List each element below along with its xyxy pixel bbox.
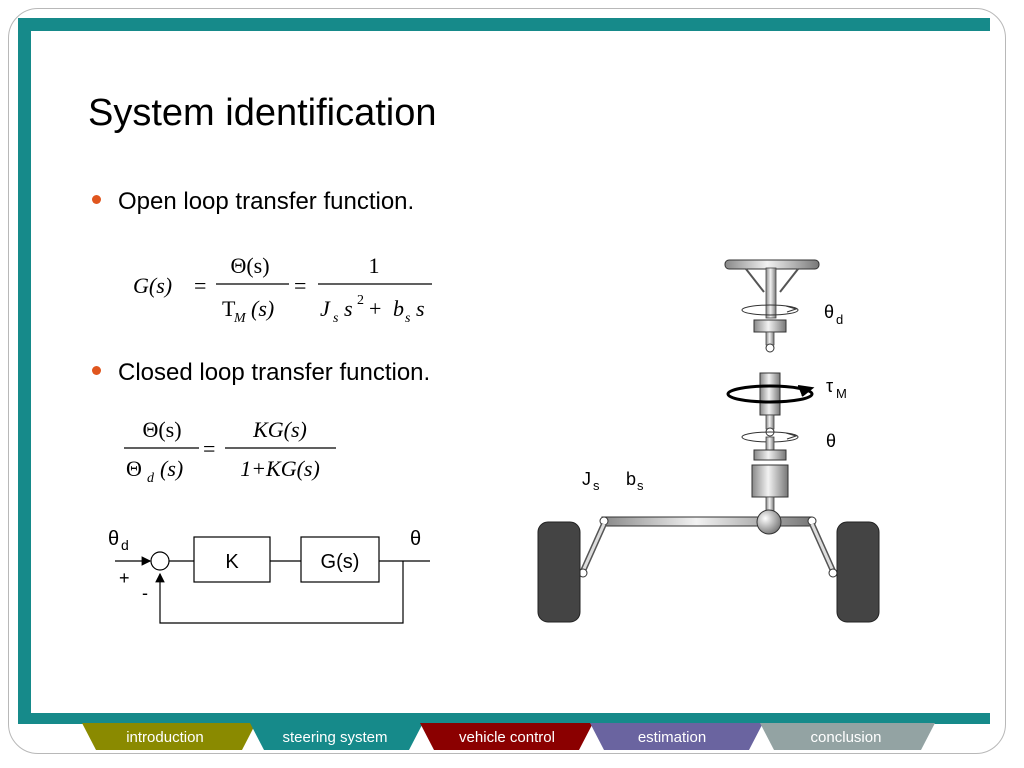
bd-k-label: K	[225, 551, 239, 573]
bd-g-label: G(s)	[321, 551, 360, 573]
eq-frac2-den-bsub: s	[405, 311, 411, 326]
bullet-dot-icon	[92, 195, 101, 205]
eq-cl-rhs-den: 1+KG(s)	[240, 456, 320, 481]
bullet-closed-loop: Closed loop transfer function.	[92, 359, 430, 387]
eq-cl-lhs-den-rest: (s)	[160, 456, 183, 481]
eq-frac1-den-sub: M	[233, 311, 247, 326]
eq-frac2-den-plus: +	[369, 296, 381, 321]
left-wheel	[537, 521, 581, 623]
nav-tab-steering-system[interactable]	[250, 723, 423, 750]
eq-cl-rhs-num: KG(s)	[252, 417, 307, 442]
block-diagram: θ d + - K G(s) θ	[108, 528, 430, 624]
bullet-dot-icon	[92, 366, 101, 376]
slide-panel	[31, 31, 991, 713]
torque-arrow-icon	[726, 384, 814, 404]
bd-minus: -	[142, 583, 148, 603]
js-sub: s	[593, 478, 600, 493]
eq-frac2-den-b: b	[393, 296, 404, 321]
slide-title: System identification	[88, 92, 437, 134]
theta-d-sub: d	[836, 312, 843, 327]
rotation-arrow-icon	[741, 304, 799, 316]
nav-tab-estimation[interactable]	[590, 723, 763, 750]
gearbox	[751, 464, 789, 498]
eq-sign: =	[194, 273, 206, 298]
eq-lhs: G(s)	[133, 273, 172, 298]
bd-g-block	[300, 536, 380, 583]
bullet-text: Open loop transfer function.	[118, 188, 415, 215]
eq-cl-sign: =	[203, 436, 215, 461]
eq-frac2-den-s: s	[344, 296, 353, 321]
bd-summing-junction	[150, 551, 170, 571]
bottom-navigation: introduction steering system vehicle con…	[82, 723, 935, 750]
eq-cl-lhs-den-sub: d	[147, 471, 155, 486]
bs-sub: s	[637, 478, 644, 493]
right-wheel	[836, 521, 880, 623]
bullet-text: Closed loop transfer function.	[118, 359, 431, 386]
eq-cl-lhs-den-theta: Θ	[126, 456, 142, 481]
bd-input-label: θ	[108, 528, 119, 550]
nav-tab-introduction[interactable]	[82, 723, 256, 750]
theta-label: θ	[826, 431, 836, 451]
ball-joint	[756, 509, 782, 535]
eq-sign-2: =	[294, 273, 306, 298]
nav-tab-label: estimation	[638, 729, 706, 746]
eq-frac2-den-exp: 2	[357, 293, 364, 308]
open-loop-equation: G(s) = Θ(s) T M (s) = 1 J s s 2 + b s s	[133, 253, 432, 326]
steering-column	[765, 267, 777, 319]
nav-tab-label: conclusion	[811, 729, 882, 746]
bd-k-block	[193, 536, 271, 583]
eq-frac2-num: 1	[369, 253, 380, 278]
bd-input-sub: d	[121, 537, 129, 553]
nav-tab-conclusion[interactable]	[760, 723, 935, 750]
bd-feedback-path	[155, 561, 404, 624]
coupling	[753, 319, 787, 333]
theta-d-label: θ	[824, 302, 834, 322]
steering-illustration: θ d τ M θ J s b s	[537, 259, 880, 623]
eq-frac1-num: Θ(s)	[230, 253, 269, 278]
eq-frac2-den-jsub: s	[333, 311, 339, 326]
nav-tab-label: vehicle control	[459, 729, 555, 746]
tau-label: τ	[826, 376, 833, 396]
bd-output-label: θ	[410, 528, 421, 550]
bs-label: b	[626, 469, 636, 489]
eq-frac1-den-rest: (s)	[251, 296, 274, 321]
eq-frac2-den-s2: s	[416, 296, 425, 321]
bullet-open-loop: Open loop transfer function.	[92, 188, 414, 216]
eq-frac2-den-j: J	[320, 296, 331, 321]
nav-tab-label: introduction	[126, 729, 204, 746]
closed-loop-equation: Θ(s) Θ d (s) = KG(s) 1+KG(s)	[124, 417, 336, 486]
tau-sub: M	[836, 386, 847, 401]
eq-cl-lhs-num: Θ(s)	[142, 417, 181, 442]
motor	[759, 372, 781, 416]
nav-tab-label: steering system	[282, 729, 387, 746]
nav-tab-vehicle-control[interactable]	[420, 723, 593, 750]
js-label: J	[582, 469, 591, 489]
bd-plus: +	[119, 568, 130, 588]
eq-frac1-den-t: T	[222, 296, 236, 321]
